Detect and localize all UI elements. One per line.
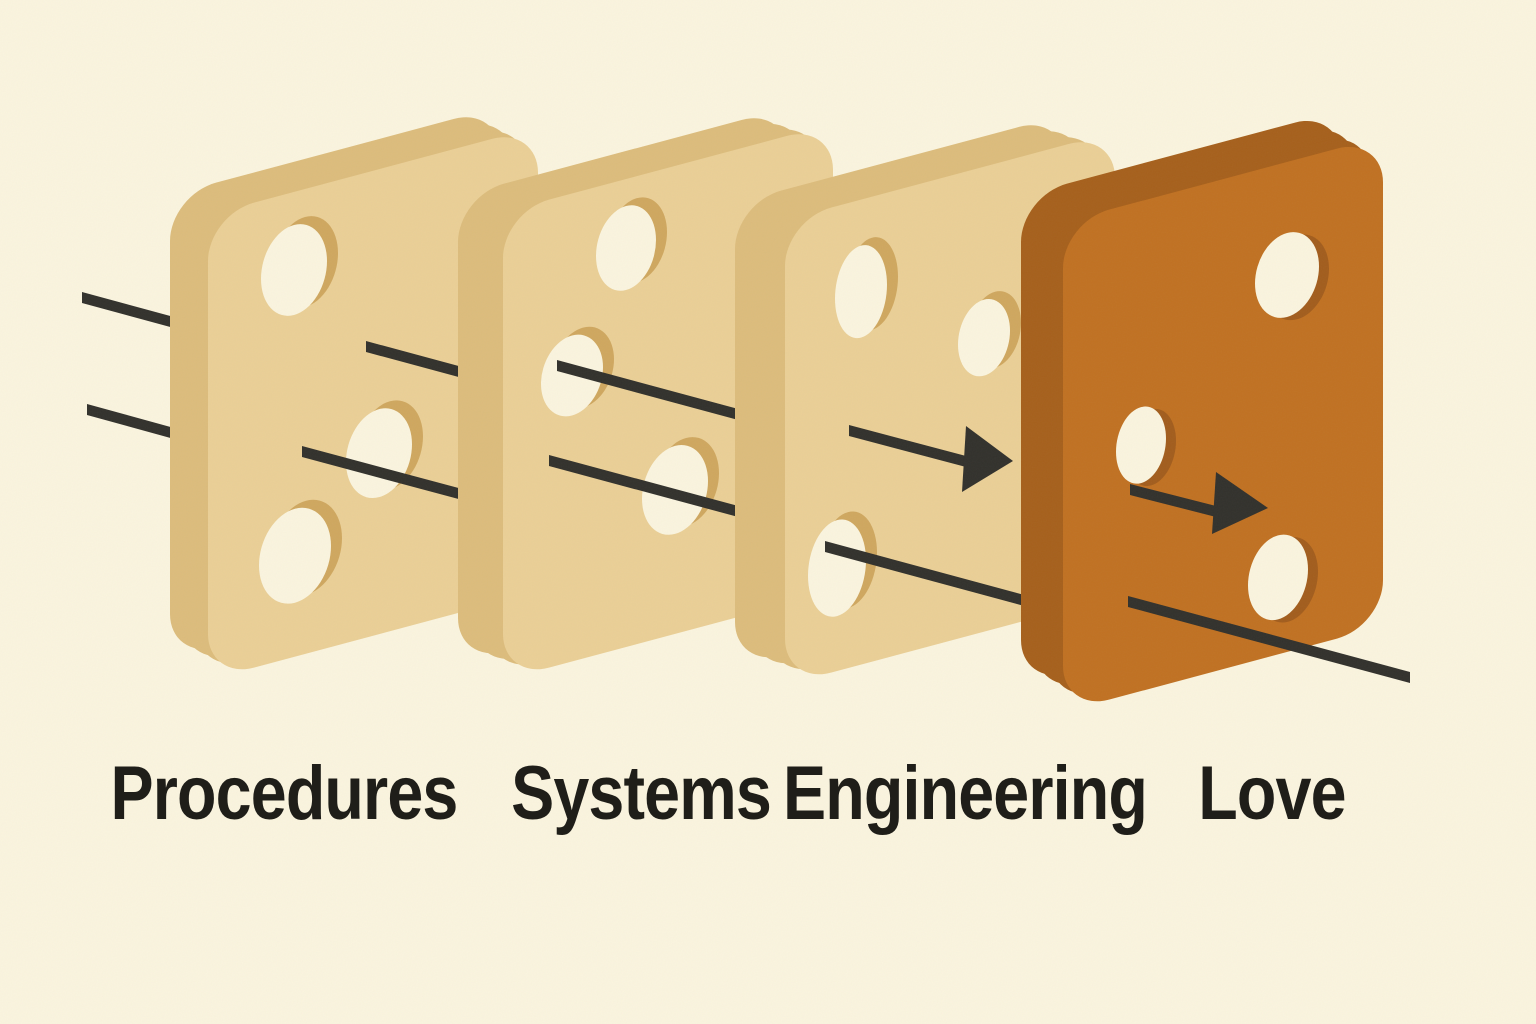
grain-texture xyxy=(0,0,1536,1024)
illustration-stage: Procedures Systems Engineering Love xyxy=(0,0,1536,1024)
swiss-cheese-model-illustration xyxy=(0,0,1536,1024)
